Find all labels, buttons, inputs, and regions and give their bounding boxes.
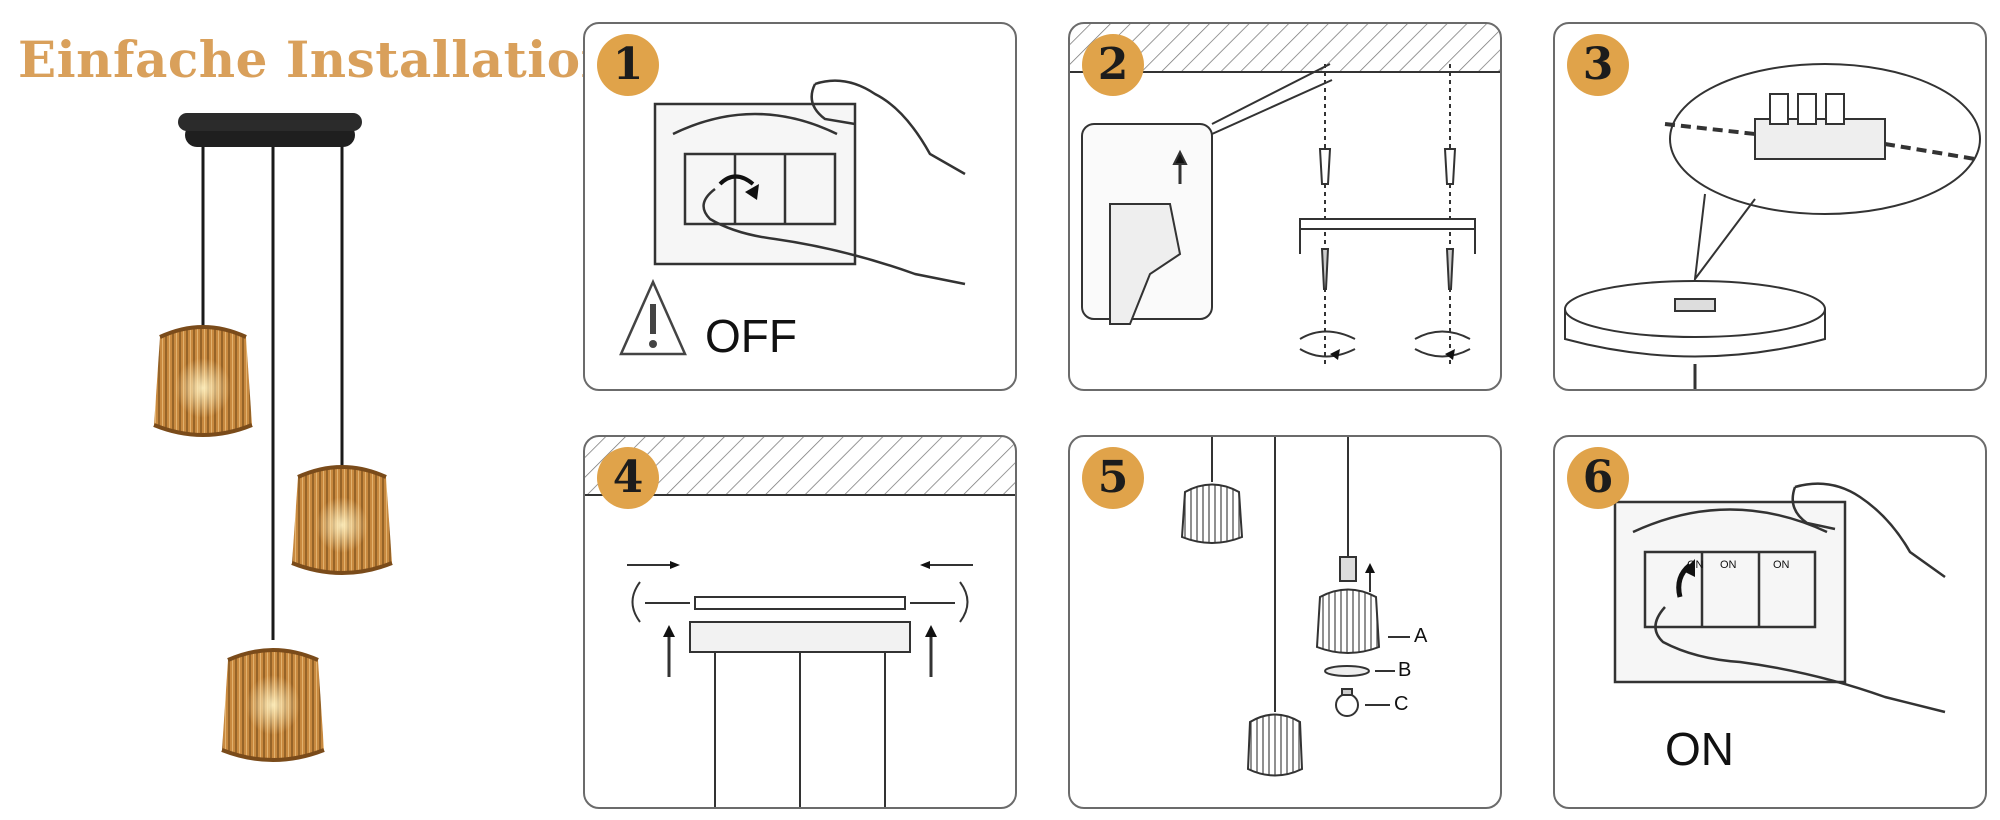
- on-label: ON: [1665, 723, 1734, 775]
- step-3-panel: 3: [1553, 22, 1987, 391]
- dowel-icon: [1318, 148, 1332, 185]
- switch-on-label-1: ON: [1687, 559, 1704, 571]
- socket-icon: [1339, 556, 1357, 582]
- page-title: Einfache Installation: [18, 30, 618, 89]
- off-label: OFF: [705, 310, 797, 362]
- switch-on-label-3: ON: [1773, 559, 1790, 571]
- step-4-badge: 4: [597, 447, 659, 509]
- drill-icon: [1109, 203, 1182, 325]
- bulb-icon: [1335, 693, 1359, 717]
- canopy-icon: [1564, 280, 1826, 389]
- canopy-icon: [689, 621, 911, 653]
- screw-icon: [1320, 248, 1330, 290]
- step-1-badge: 1: [597, 34, 659, 96]
- step-5-panel: 5 A B C: [1068, 435, 1502, 809]
- step-6-panel: 6 ON ON ON ON: [1553, 435, 1987, 809]
- switch-off-icon: [718, 174, 755, 186]
- warning-icon: [619, 278, 687, 356]
- shade-assembly-illustration: [1180, 437, 1410, 777]
- terminal-block-icon: [1664, 93, 1976, 161]
- part-label-c: C: [1394, 693, 1409, 715]
- step-2-panel: 2: [1068, 22, 1502, 391]
- shade-icon: [1180, 483, 1244, 544]
- bracket-icon: [1299, 218, 1476, 230]
- rotate-icon: [1299, 330, 1356, 358]
- step-1-panel: 1 OFF: [583, 22, 1017, 391]
- hand-icon: [1791, 482, 1946, 579]
- rattan-shade-1: [153, 325, 253, 437]
- switch-on-label-2: ON: [1720, 559, 1737, 571]
- step-3-badge: 3: [1567, 34, 1629, 96]
- breaker-on-illustration: [1613, 482, 1946, 714]
- pendant-lamp-illustration: [153, 113, 393, 762]
- rattan-shade-3: [221, 648, 325, 762]
- step-4-panel: 4: [583, 435, 1017, 809]
- step-5-badge: 5: [1082, 447, 1144, 509]
- rotate-icon: [631, 581, 641, 623]
- hand-icon: [810, 79, 966, 176]
- wiring-illustration: [1564, 63, 1981, 389]
- step-2-badge: 2: [1082, 34, 1144, 96]
- step-6-badge: 6: [1567, 447, 1629, 509]
- part-label-a: A: [1414, 625, 1428, 647]
- bracket-icon: [694, 596, 906, 610]
- rattan-shade-2: [291, 465, 393, 575]
- breaker-off-illustration: [619, 79, 966, 356]
- part-label-b: B: [1398, 659, 1412, 681]
